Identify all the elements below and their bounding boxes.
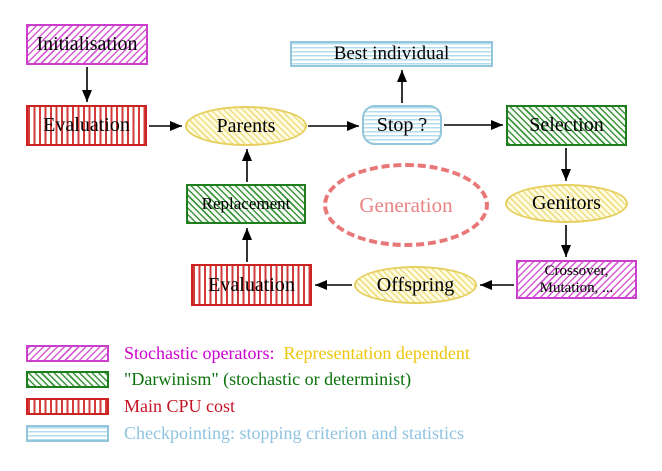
legend-item-stochastic: Stochastic operators: Representation depe… (26, 343, 470, 364)
node-evaluation-bottom: Evaluation (191, 264, 312, 306)
legend-swatch-cyan (26, 425, 109, 442)
legend-label-checkpointing: Checkpointing: stopping criterion and st… (124, 423, 464, 443)
crossover-line1: Crossover, (544, 262, 609, 279)
legend-item-checkpointing: Checkpointing: stopping criterion and st… (26, 423, 464, 444)
node-crossover-mutation: Crossover, Mutation, ... (516, 260, 637, 299)
node-best-individual: Best individual (290, 41, 493, 67)
node-stop: Stop ? (362, 105, 442, 145)
legend-label-darwinism: "Darwinism" (stochastic or determinist) (124, 369, 412, 389)
legend-item-darwinism: "Darwinism" (stochastic or determinist) (26, 369, 411, 390)
node-replacement: Replacement (186, 184, 306, 224)
node-offspring: Offspring (354, 266, 477, 304)
legend-swatch-green (26, 371, 109, 388)
legend-label-representation: Representation dependent (283, 343, 470, 363)
legend-swatch-red (26, 398, 109, 415)
node-selection: Selection (506, 105, 627, 146)
node-genitors: Genitors (505, 184, 628, 223)
legend-item-cpu-cost: Main CPU cost (26, 396, 235, 417)
node-initialisation: Initialisation (26, 24, 148, 65)
legend-label-stochastic: Stochastic operators: (124, 343, 275, 363)
legend-label-cpu-cost: Main CPU cost (124, 396, 236, 416)
node-parents: Parents (185, 106, 307, 146)
legend-swatch-magenta (26, 345, 109, 362)
node-evaluation-top: Evaluation (26, 105, 147, 146)
crossover-line2: Mutation, ... (539, 279, 614, 296)
node-generation: Generation (323, 163, 489, 247)
